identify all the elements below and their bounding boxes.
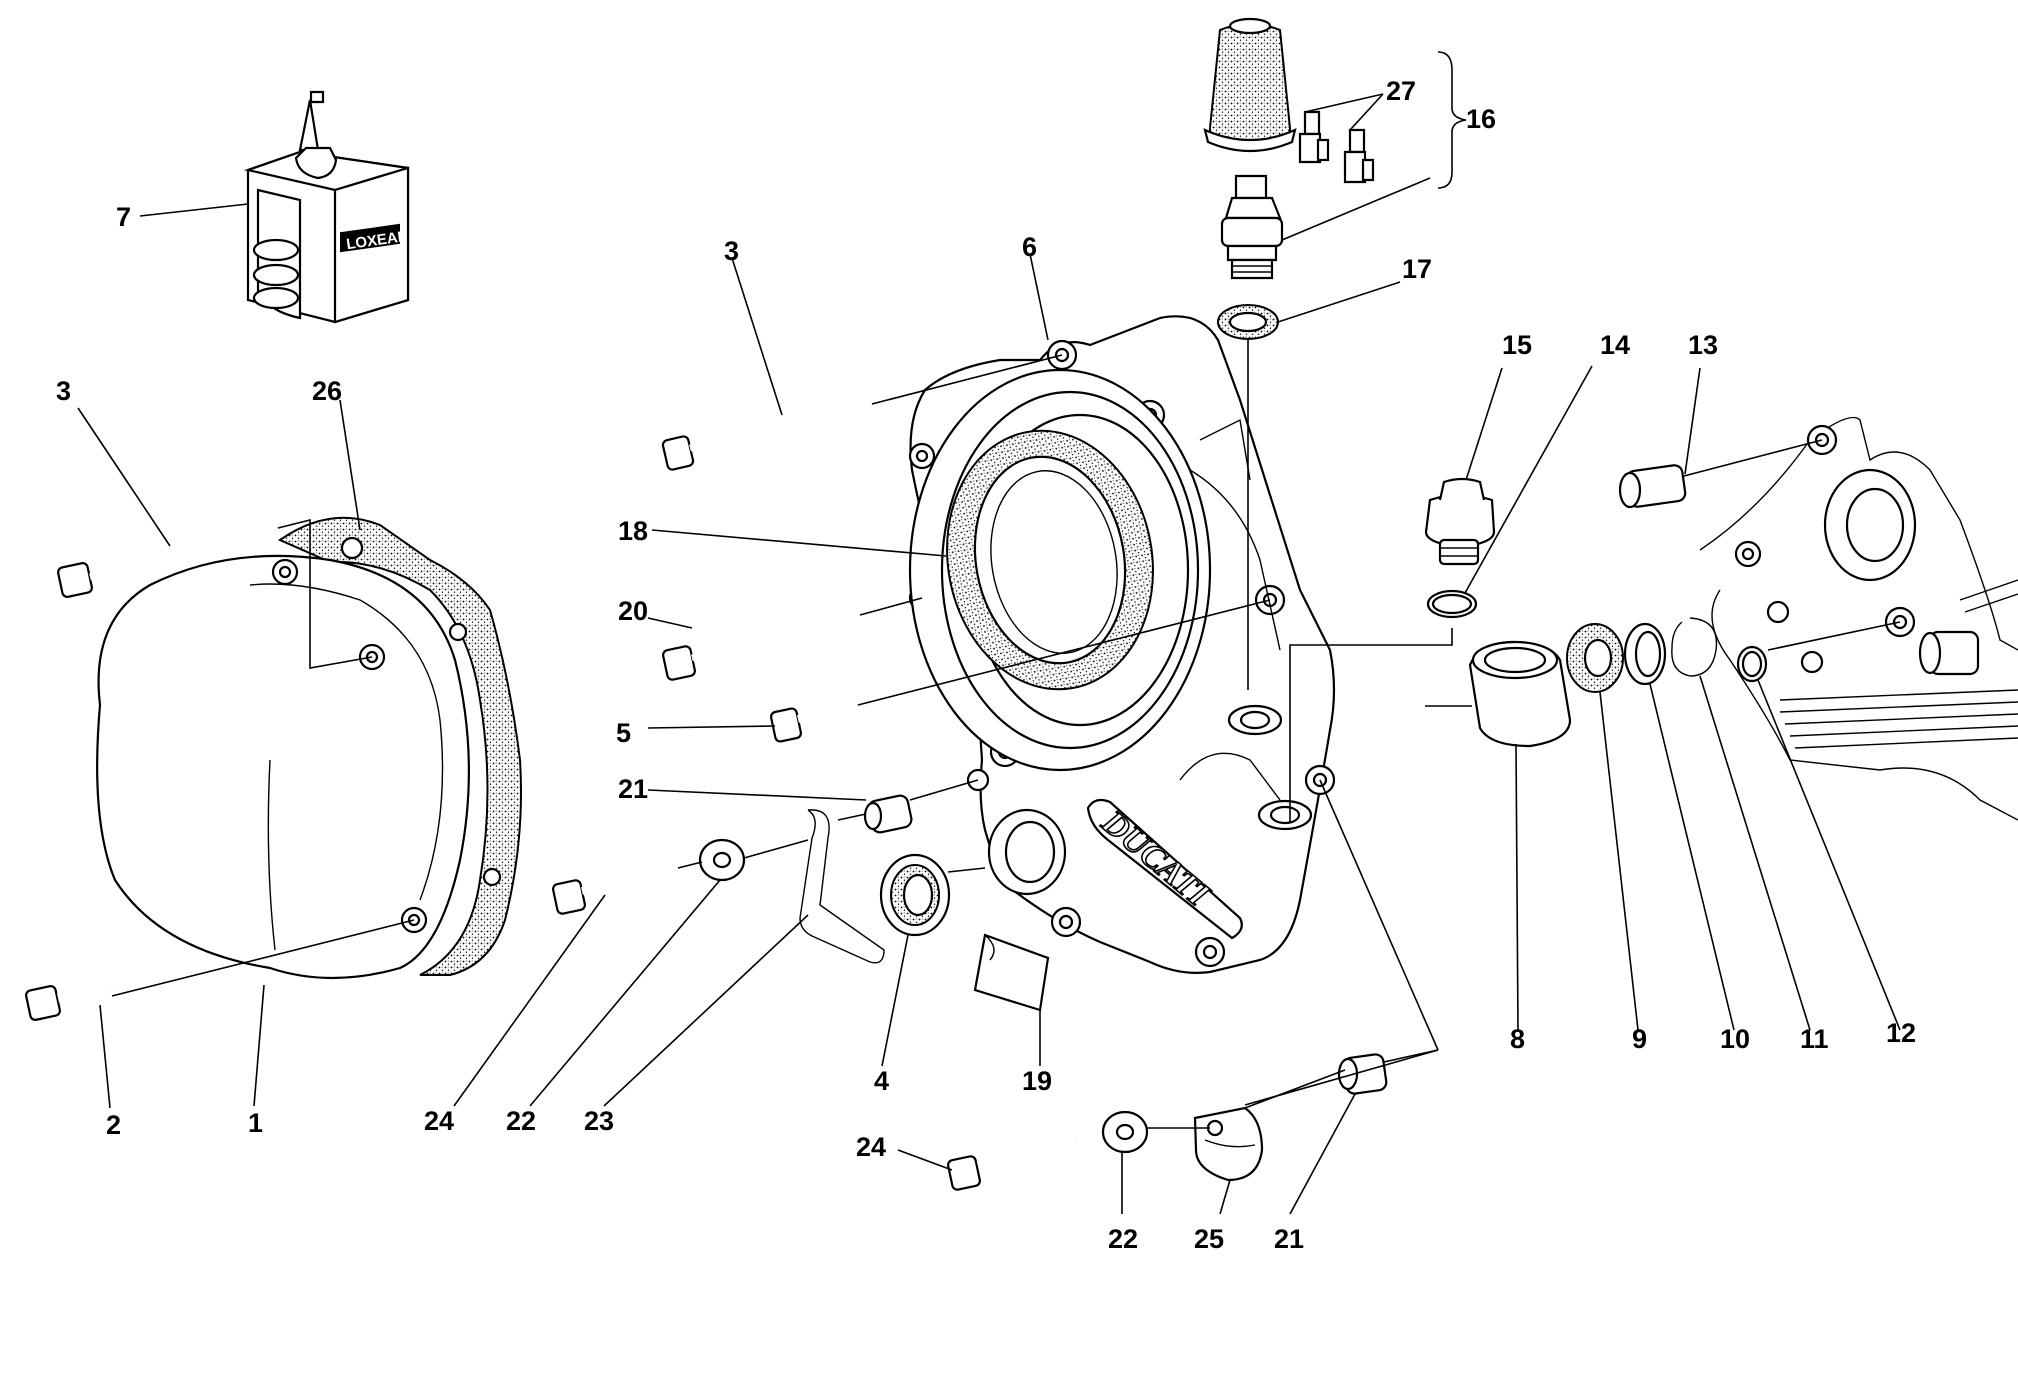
- spacer-21-top: [865, 794, 913, 834]
- callout-labels: 7 27 16 3 6 17 15 14 13 3 26 18 20 5 21 …: [56, 76, 1916, 1254]
- seal-9: [1567, 624, 1623, 692]
- screw-5: [770, 705, 858, 742]
- callout-11: 11: [1800, 1024, 1829, 1054]
- callout-3-left: 3: [56, 376, 71, 406]
- ring-10: [1625, 624, 1665, 684]
- callout-24-bottom: 24: [856, 1132, 886, 1162]
- callout-4: 4: [874, 1066, 889, 1096]
- callout-13: 13: [1688, 330, 1718, 360]
- screw-3-top: [662, 404, 872, 471]
- callout-21-bottom: 21: [1274, 1224, 1304, 1254]
- sealing-washer-17: [1218, 305, 1278, 339]
- wire-clip-23: [800, 810, 884, 963]
- leader-lines: [77, 51, 1901, 1215]
- callout-22-bottom: 22: [1108, 1224, 1138, 1254]
- washer-22-bottom: [1103, 1112, 1147, 1152]
- callout-9: 9: [1632, 1024, 1647, 1054]
- callout-23: 23: [584, 1106, 614, 1136]
- callout-6: 6: [1022, 232, 1037, 262]
- o-ring-12: [1738, 647, 1766, 681]
- circlip-11: [1672, 618, 1717, 676]
- callout-22-left: 22: [506, 1106, 536, 1136]
- callout-10: 10: [1720, 1024, 1750, 1054]
- callout-5: 5: [616, 718, 631, 748]
- callout-3-top: 3: [724, 236, 739, 266]
- callout-24-left: 24: [424, 1106, 454, 1136]
- o-ring-14: [1428, 591, 1476, 617]
- callout-21-top: 21: [618, 774, 648, 804]
- callout-27: 27: [1386, 76, 1416, 106]
- callout-19: 19: [1022, 1066, 1052, 1096]
- callout-15: 15: [1502, 330, 1532, 360]
- label-19: [975, 935, 1048, 1010]
- cable-guide-25: [1195, 1108, 1262, 1180]
- callout-2: 2: [106, 1110, 121, 1140]
- screw-20: [662, 615, 860, 681]
- screw-24-left: [552, 868, 678, 915]
- oil-seal-18: [927, 414, 1173, 705]
- callout-12: 12: [1886, 1018, 1916, 1048]
- callout-14: 14: [1600, 330, 1630, 360]
- washer-22-left: [700, 840, 744, 880]
- bushing-13: [1620, 464, 1686, 507]
- callout-20: 20: [618, 596, 648, 626]
- callout-7: 7: [116, 202, 131, 232]
- temperature-sender-assembly: [1205, 19, 1373, 278]
- callout-18: 18: [618, 516, 648, 546]
- engine-crankcase: [1700, 418, 2018, 821]
- clutch-dome-cover: [97, 518, 521, 978]
- callout-17: 17: [1402, 254, 1432, 284]
- callout-25: 25: [1194, 1224, 1224, 1254]
- screw-24-bottom: [947, 1142, 1076, 1191]
- callout-1: 1: [248, 1108, 263, 1138]
- oil-filler-plug-15: [1426, 479, 1494, 564]
- callout-16: 16: [1466, 104, 1496, 134]
- screw-2: [25, 985, 112, 1021]
- loxeal-threadlocker-bottle: LOXEAL: [248, 92, 408, 322]
- callout-8: 8: [1510, 1024, 1525, 1054]
- bushing-8: [1470, 642, 1570, 746]
- callout-26: 26: [312, 376, 342, 406]
- spacer-21-bottom: [1339, 1053, 1387, 1094]
- screw-3-left: [57, 528, 278, 598]
- oil-seal-4: [881, 855, 949, 935]
